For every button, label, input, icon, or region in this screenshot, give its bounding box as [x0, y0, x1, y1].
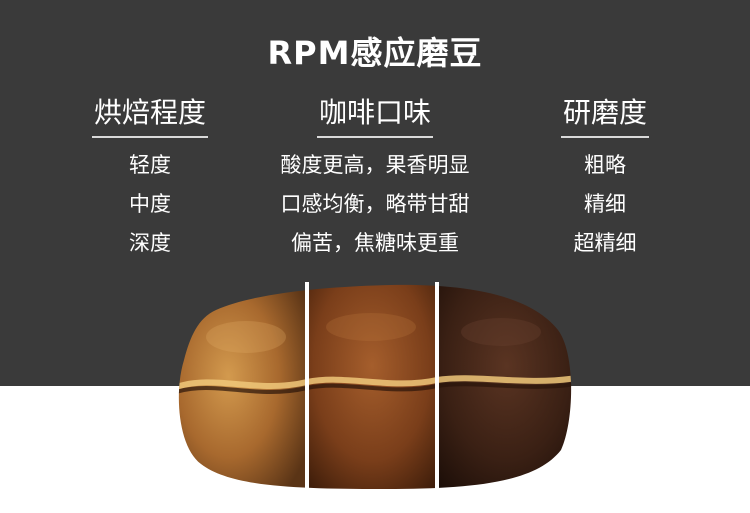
column-row: 超精细 [573, 230, 637, 255]
page-title: RPM感应磨豆 [267, 34, 483, 72]
coffee-bean-image [178, 282, 572, 492]
column-row: 粗略 [584, 152, 626, 177]
column-grind-level: 研磨度 粗略 精细 超精细 [530, 96, 680, 263]
column-coffee-flavor: 咖啡口味 酸度更高，果香明显 口感均衡，略带甘甜 偏苦，焦糖味更重 [245, 96, 505, 263]
column-header: 咖啡口味 [316, 96, 433, 138]
column-row: 酸度更高，果香明显 [280, 152, 470, 177]
column-row: 深度 [129, 230, 171, 255]
column-row: 精细 [584, 191, 626, 216]
column-row: 偏苦，焦糖味更重 [291, 230, 459, 255]
column-roast-level: 烘焙程度 轻度 中度 深度 [70, 96, 230, 263]
column-header: 烘焙程度 [91, 96, 208, 138]
column-row: 轻度 [129, 152, 171, 177]
column-header: 研磨度 [560, 96, 649, 138]
column-row: 中度 [129, 191, 171, 216]
column-row: 口感均衡，略带甘甜 [280, 191, 470, 216]
